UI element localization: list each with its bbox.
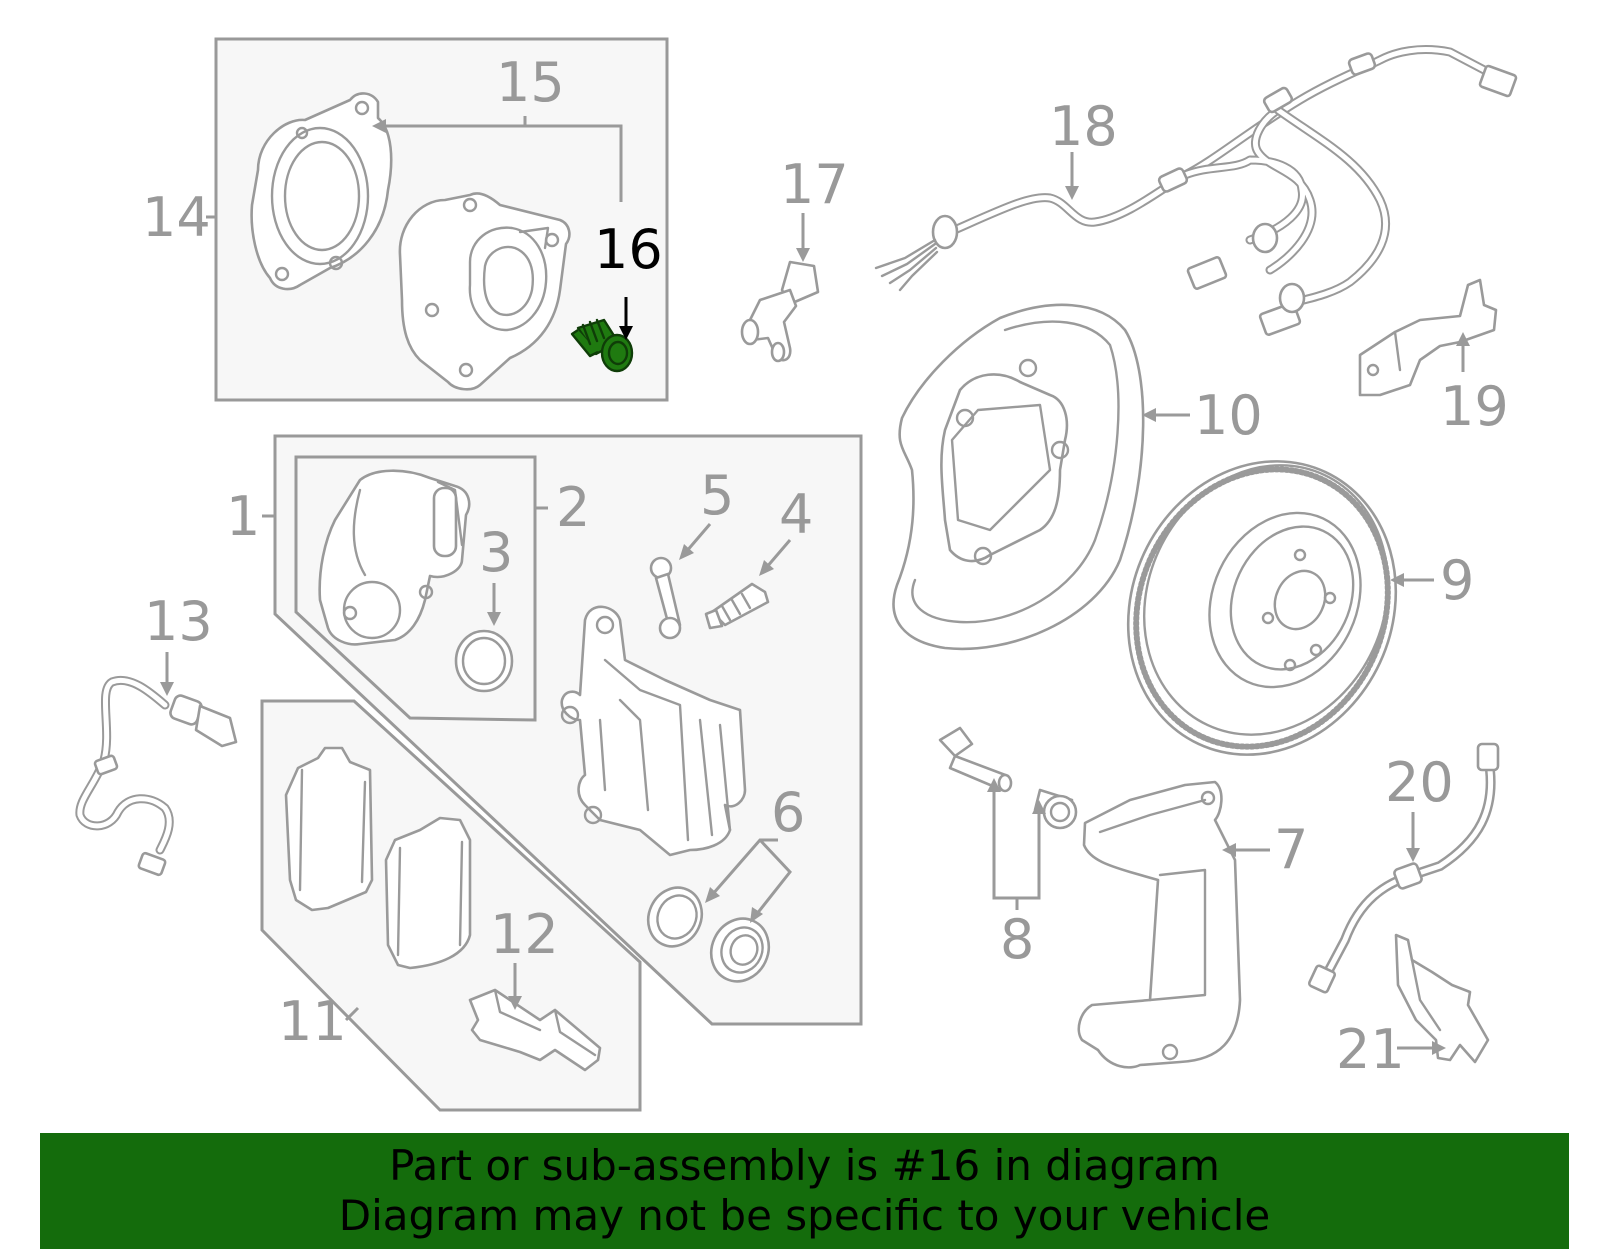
info-banner: Part or sub-assembly is #16 in diagram D…	[40, 1133, 1569, 1249]
speed-sensor-bracket	[740, 260, 820, 363]
arrowhead-20	[1406, 848, 1420, 862]
splash-shield	[892, 303, 1145, 651]
dust-seal	[646, 886, 704, 948]
abs-sensor-cable	[75, 676, 238, 877]
arrowhead-6b	[750, 907, 763, 923]
bleeder-screw	[704, 582, 770, 630]
wheel-hub	[328, 192, 571, 391]
callout-18: 18	[1049, 95, 1118, 158]
arrowhead-13	[160, 682, 174, 696]
arrowhead-6a	[705, 887, 720, 903]
callout-3: 3	[479, 521, 513, 584]
piston-seal	[454, 629, 514, 693]
arrowhead-4	[759, 560, 774, 576]
arrowhead-21	[1432, 1041, 1446, 1055]
caliper-body	[560, 605, 747, 857]
callout-9: 9	[1440, 549, 1474, 612]
arrowhead-18	[1065, 186, 1079, 200]
callout-7: 7	[1274, 818, 1308, 881]
callout-21: 21	[1336, 1018, 1405, 1081]
arrowhead-3	[487, 612, 501, 626]
brake-hose	[1307, 742, 1500, 994]
callout-5: 5	[700, 464, 734, 527]
arrowhead-9	[1390, 573, 1404, 587]
arrowhead-12	[508, 996, 522, 1010]
arrowhead-8b	[1032, 800, 1046, 814]
callout-14: 14	[142, 186, 211, 249]
arrowhead-7	[1222, 843, 1236, 857]
callout-10: 10	[1194, 384, 1263, 447]
callout-1: 1	[226, 485, 260, 548]
arrowhead-16	[619, 326, 633, 340]
leader-4	[764, 539, 792, 569]
brake-pad-inner	[384, 816, 472, 970]
wheel-bearing-flange	[250, 92, 393, 291]
hose-bracket	[1358, 278, 1498, 397]
brake-wear-sensor-harness	[874, 45, 1518, 336]
arrowhead-10	[1142, 408, 1156, 422]
brake-rotor	[1126, 460, 1398, 756]
leader-6	[710, 838, 792, 916]
piston-boot	[709, 917, 771, 983]
callout-4: 4	[779, 483, 813, 546]
arrowhead-8a	[987, 778, 1001, 792]
pad-anti-rattle-clip	[468, 988, 602, 1072]
banner-line-2: Diagram may not be specific to your vehi…	[338, 1191, 1271, 1240]
callout-6: 6	[771, 781, 805, 844]
callout-15: 15	[496, 51, 565, 114]
leader-11	[344, 1006, 360, 1022]
bleeder-cap	[649, 556, 682, 640]
hub-bolt-highlighted	[570, 318, 634, 373]
callout-16: 16	[594, 218, 663, 281]
hose-mount-bracket	[1394, 933, 1490, 1064]
arrowhead-17	[796, 248, 810, 262]
callout-11: 11	[278, 990, 347, 1053]
callout-8: 8	[1000, 908, 1034, 971]
arrowhead-15	[372, 119, 386, 133]
arrowhead-5	[679, 544, 694, 560]
leader-8	[992, 788, 1041, 910]
callout-19: 19	[1440, 375, 1509, 438]
callout-20: 20	[1385, 751, 1454, 814]
leader-15	[381, 116, 623, 202]
caliper-carrier	[1077, 780, 1242, 1069]
leader-5	[684, 523, 712, 553]
callout-17: 17	[780, 153, 849, 216]
guide-bolt	[938, 726, 1013, 793]
callout-12: 12	[490, 903, 559, 966]
guide-bushing	[1033, 788, 1078, 830]
callout-13: 13	[144, 590, 213, 653]
arrowhead-19	[1456, 332, 1470, 346]
brake-pad-outer	[284, 746, 374, 912]
caliper-housing	[318, 469, 471, 646]
callout-2: 2	[556, 476, 590, 539]
banner-line-1: Part or sub-assembly is #16 in diagram	[389, 1141, 1220, 1190]
